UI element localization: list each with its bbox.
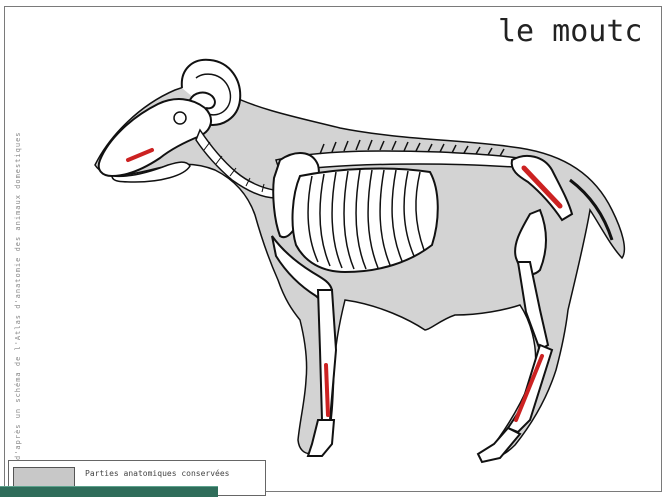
ribcage bbox=[293, 169, 438, 272]
legend-swatch bbox=[13, 467, 75, 487]
taskbar-strip[interactable] bbox=[0, 486, 218, 497]
legend-label: Parties anatomiques conservées bbox=[85, 469, 230, 478]
front-leg-highlight bbox=[326, 365, 328, 415]
eye-socket bbox=[174, 112, 186, 124]
